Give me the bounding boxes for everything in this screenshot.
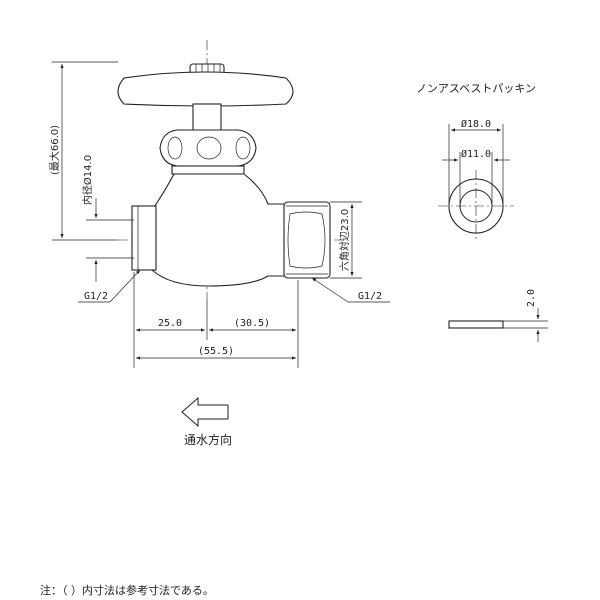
packing-title: ノンアスベストパッキン [416,82,536,95]
left-thread [131,205,157,271]
valve-body [151,173,287,287]
packing-side-view: 2.0 [448,289,548,342]
flow-arrow-icon [181,396,229,428]
length-left-label: 25.0 [158,318,182,329]
thread-left-callout: G1/2 [78,269,141,303]
valve-handle [117,63,294,107]
length-right-label: (30.5) [234,318,270,329]
dimension-max-height: (最大66.0) [48,61,118,241]
footnote: 注：（ ）内寸法は参考寸法である。 [40,583,214,597]
thread-left-label: G1/2 [84,291,108,302]
thread-right-callout: G1/2 [311,277,390,303]
dimension-lengths: 25.0 (30.5) (55.5) [133,272,299,368]
inner-diameter-label: 内径Ø14.0 [81,155,94,205]
right-hex-nut [283,201,331,279]
hex-width-label: 六角対辺23.0 [338,209,351,271]
packing-inner-label: Ø11.0 [461,148,491,160]
valve-bonnet [159,129,257,175]
flow-direction: 通水方向 [181,396,232,447]
dimension-hex-width: 六角対辺23.0 [330,201,362,279]
thread-right-label: G1/2 [358,291,382,302]
packing-thickness-label: 2.0 [526,289,537,307]
dimension-inner-diameter: 内径Ø14.0 [81,155,134,282]
length-total-label: (55.5) [198,346,234,357]
packing-top-view: Ø18.0 Ø11.0 [438,118,514,240]
flow-direction-label: 通水方向 [184,432,232,447]
packing-outer-label: Ø18.0 [461,118,491,130]
valve-stem [192,103,222,133]
max-height-label: (最大66.0) [48,125,61,175]
